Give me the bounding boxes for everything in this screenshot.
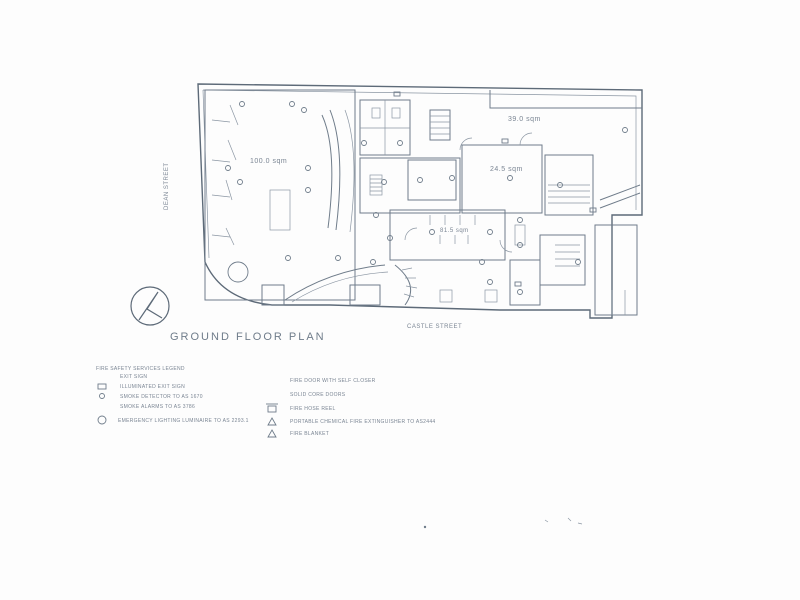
door-frame <box>514 224 526 246</box>
bar-curve-outer <box>329 109 341 231</box>
legend-item-exit-sign: ILLUMINATED EXIT SIGN <box>120 384 186 390</box>
spiral-stair-treads <box>401 267 418 298</box>
upper-room-wall <box>489 90 642 109</box>
legend-symbols <box>97 383 278 438</box>
toilet-partitions <box>360 100 410 155</box>
door-swing <box>404 227 418 241</box>
lobby <box>509 259 541 306</box>
bar-curve-back <box>344 109 355 233</box>
stair-top <box>429 109 451 141</box>
area-label-room-24: 24.5 sqm <box>490 166 523 173</box>
entrance-curve <box>284 264 386 301</box>
inner-wall-line <box>202 89 637 259</box>
street-label-left: DEAN STREET <box>164 162 170 210</box>
passage-doors <box>611 290 626 315</box>
spiral-stair <box>394 264 412 306</box>
street-label-bottom: CASTLE STREET <box>407 324 463 330</box>
toilet-fixture <box>391 107 401 119</box>
side-passage <box>594 224 638 316</box>
kitchen-stair-treads <box>370 178 382 192</box>
smoke-detector-symbols <box>225 101 628 295</box>
bar-curve-inner <box>321 114 333 229</box>
round-table <box>227 261 249 283</box>
legend-item-fire-door: FIRE DOOR WITH SELF CLOSER <box>290 378 376 384</box>
lower-right-stair <box>539 234 586 286</box>
entry-vestibule <box>349 284 381 306</box>
area-label-main-hall: 100.0 sqm <box>250 158 288 165</box>
fire-escape-stair <box>599 184 641 209</box>
legend-item-hose-reel: FIRE HOSE REEL <box>290 406 336 412</box>
legend-item-extinguisher: PORTABLE CHEMICAL FIRE EXTINGUISHER TO A… <box>290 419 436 425</box>
legend-item-smoke-alarm: SMOKE ALARMS TO AS 3786 <box>120 404 196 410</box>
window-marks <box>225 104 239 246</box>
legend-item-fire-blanket: FIRE BLANKET <box>290 431 330 437</box>
fixture-box <box>484 289 498 303</box>
room-24 <box>461 144 543 214</box>
seat-marks <box>439 235 469 244</box>
entry-door-left <box>261 284 285 306</box>
entrance-curve-inner <box>291 271 389 303</box>
store-room <box>407 159 457 201</box>
exit-sign-symbols <box>393 91 597 287</box>
legend-header: FIRE SAFETY SERVICES LEGEND <box>96 366 185 372</box>
door-swing <box>499 239 513 253</box>
door-swing <box>459 137 473 151</box>
door-swing <box>519 132 533 146</box>
main-hall <box>204 89 356 301</box>
kitchen-room <box>359 157 461 214</box>
north-arrow <box>130 286 170 326</box>
area-label-bar: 81.5 sqm <box>440 228 469 234</box>
fixture-box <box>439 289 453 303</box>
kitchen-stair <box>369 174 383 196</box>
central-column <box>269 189 291 231</box>
scan-marks <box>423 517 583 529</box>
bar-stools <box>429 215 476 225</box>
stair-treads <box>430 115 450 135</box>
toilet-fixture <box>371 107 381 119</box>
wall-segments <box>211 119 231 238</box>
building-outline <box>197 83 643 319</box>
plan-title: GROUND FLOOR PLAN <box>170 331 326 343</box>
right-stair-treads <box>548 184 590 204</box>
legend-subheader: EXIT SIGN <box>120 374 148 380</box>
emergency-light-symbols <box>285 101 493 285</box>
legend-item-smoke-detector: SMOKE DETECTOR TO AS 1670 <box>120 394 203 400</box>
legend-item-emergency-light: EMERGENCY LIGHTING LUMINAIRE TO AS 2293.… <box>118 418 249 424</box>
area-label-upper-room: 39.0 sqm <box>508 116 541 123</box>
legend-item-solid-core: SOLID CORE DOORS <box>290 392 346 398</box>
bar-lounge <box>389 209 506 261</box>
lower-stair-treads <box>555 244 580 267</box>
stair-room-right <box>544 154 594 216</box>
